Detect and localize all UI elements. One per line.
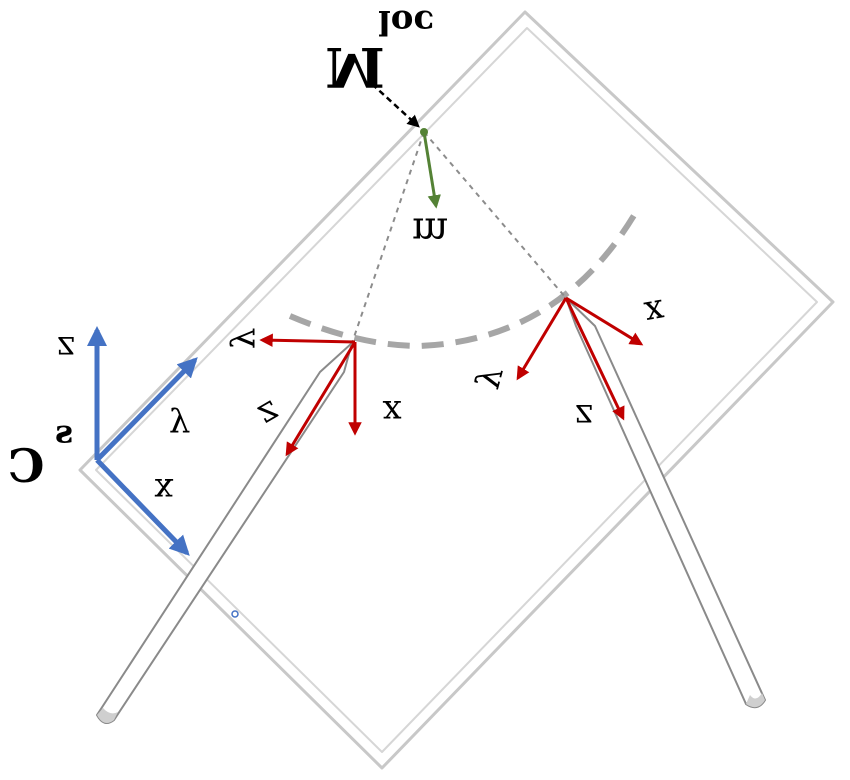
dashed-line-left — [351, 131, 425, 344]
tablet-outline — [78, 10, 835, 770]
marker-location-text: M — [325, 35, 385, 99]
marker-location-superscript: loc — [378, 2, 434, 42]
sensor-frame-label: C s — [8, 413, 73, 494]
blue-axis-y-label: y — [169, 406, 190, 446]
blue-axis-x-arrow — [95, 458, 190, 556]
dashed-line-right — [423, 131, 567, 299]
sensor-frame-superscript: s — [55, 413, 73, 451]
right-axis-y-arrow — [516, 297, 568, 381]
left-axis-y-label: y — [228, 328, 268, 349]
left-pen-frame — [259, 333, 362, 457]
left-axis-z-label: z — [251, 392, 287, 436]
blue-axis-y-arrow — [95, 357, 198, 462]
right-axis-z-arrow — [564, 297, 625, 421]
left-axis-y-arrow — [259, 333, 356, 347]
camera-dot-icon — [231, 610, 239, 618]
right-axis-x-arrow — [565, 296, 644, 346]
right-axis-y-label: y — [472, 363, 516, 394]
right-axis-z-label: z — [575, 396, 593, 436]
tablet-inner-edge — [95, 27, 818, 753]
left-stylus-pen — [96, 342, 353, 725]
sensor-frame-text: C — [8, 439, 45, 493]
marker-location-label: M loc — [325, 2, 434, 99]
left-axis-z-arrow — [285, 341, 357, 457]
right-pen-frame — [516, 296, 644, 421]
tablet-outer-edge — [78, 10, 835, 770]
blue-axis-x-label: x — [154, 470, 173, 510]
left-axis-x-label: x — [382, 392, 401, 432]
sensor-frame — [87, 326, 198, 556]
right-axis-x-label: x — [641, 291, 667, 334]
marker-vector-arrow — [422, 131, 441, 209]
marker-vector-label: m — [412, 210, 448, 254]
tracking-arc — [288, 210, 639, 350]
pointer-arrow — [371, 83, 420, 128]
blue-axis-z-label: z — [57, 328, 75, 368]
